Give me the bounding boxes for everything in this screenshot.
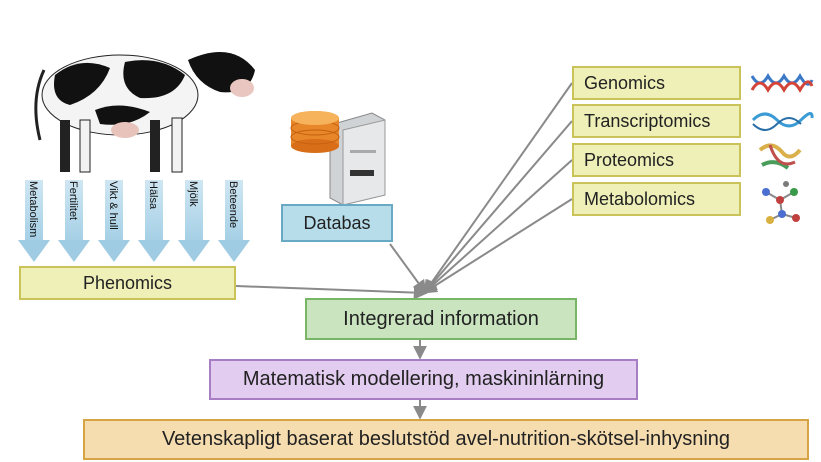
trait-label: Mjölk (187, 181, 199, 207)
metabolite-molecule-icon (762, 181, 800, 224)
trait-arrow-shaft (105, 180, 123, 240)
integrated-information-label: Integrerad information (343, 307, 539, 330)
databas-label: Databas (303, 212, 371, 233)
rna-strand-icon (751, 112, 814, 131)
trait-arrow-head (218, 240, 250, 262)
omics-label: Proteomics (584, 149, 675, 170)
trait-arrow-head (98, 240, 130, 262)
decision-support-label: Vetenskapligt baserat beslutstöd avel-nu… (161, 428, 731, 450)
trait-arrow-head (138, 240, 170, 262)
omics-label: Metabolomics (584, 188, 696, 209)
trait-label: Hälsa (147, 181, 159, 210)
genomics-connector (423, 82, 573, 295)
trait-arrow-shaft (65, 180, 83, 240)
transcriptomics-connector (423, 120, 573, 295)
trait-arrow-shaft (25, 180, 43, 240)
trait-arrow: Beteende (218, 180, 250, 264)
phenomics-connector (235, 285, 428, 300)
decision-support-box: Vetenskapligt baserat beslutstöd avel-nu… (83, 419, 809, 460)
omics-label: Transcriptomics (584, 110, 711, 131)
trait-arrow: Mjölk (178, 180, 210, 264)
trait-arrow-shaft (145, 180, 163, 240)
server-database-icon (290, 111, 386, 206)
trait-arrow-head (178, 240, 210, 262)
trait-arrow-head (58, 240, 90, 262)
omics-box-metabolomics: Metabolomics (572, 182, 741, 216)
modelling-label: Matematisk modellering, maskininlärning (242, 368, 605, 390)
modelling-box: Matematisk modellering, maskininlärning (209, 359, 638, 400)
trait-arrow-shaft (185, 180, 203, 240)
trait-label: Fertilitet (67, 181, 79, 221)
protein-ribbon-icon (758, 143, 802, 170)
databas-connector (389, 243, 427, 295)
trait-label: Vikt & hull (107, 181, 119, 230)
trait-arrow-shaft (225, 180, 243, 240)
trait-arrow: Metabolism (18, 180, 50, 264)
metabolomics-connector (422, 198, 573, 294)
phenomics-label: Phenomics (82, 272, 173, 293)
proteomics-connector (422, 159, 573, 294)
phenomics-box: Phenomics (19, 266, 236, 300)
databas-box: Databas (281, 204, 393, 242)
trait-arrow: Vikt & hull (98, 180, 130, 264)
omics-box-transcriptomics: Transcriptomics (572, 104, 741, 138)
trait-arrow: Hälsa (138, 180, 170, 264)
trait-label: Metabolism (27, 181, 39, 238)
omics-label: Genomics (584, 72, 666, 93)
omics-box-proteomics: Proteomics (572, 143, 741, 177)
trait-arrow-head (18, 240, 50, 262)
trait-label: Beteende (227, 181, 239, 229)
cow-image (34, 52, 255, 173)
dna-double-helix-icon (750, 72, 814, 94)
omics-box-genomics: Genomics (572, 66, 741, 100)
integrated-information-box: Integrerad information (305, 298, 577, 340)
trait-arrow: Fertilitet (58, 180, 90, 264)
